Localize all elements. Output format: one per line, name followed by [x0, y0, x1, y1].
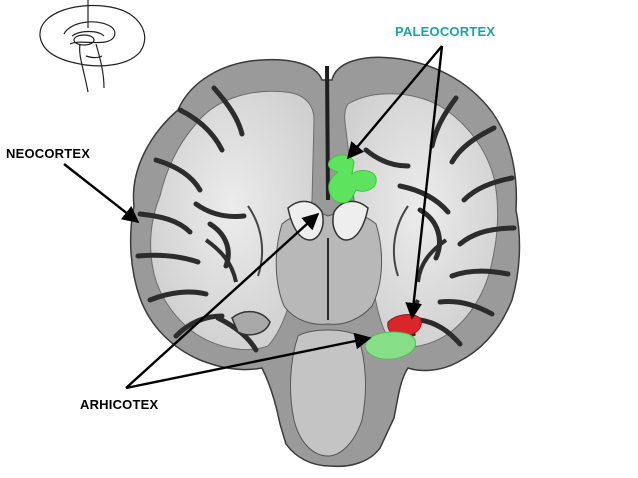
basal-ganglia-left	[247, 205, 264, 277]
paleocortex-arrow-2	[405, 45, 444, 320]
interhemispheric-fissure	[325, 65, 330, 201]
archicortex-arrow-1	[125, 212, 320, 389]
insula-left	[204, 238, 238, 283]
annotation-arrows	[63, 45, 444, 390]
orientation-inset-sketch	[39, 0, 146, 93]
archicortex-region-green	[364, 331, 416, 360]
paleocortex-region-cingulate	[327, 154, 377, 204]
coronal-brain-section	[129, 56, 521, 468]
neocortex-label: NEOCORTEX	[6, 146, 91, 161]
hippocampus-left	[231, 310, 271, 336]
archicortex-arrow-2	[125, 332, 372, 390]
sulci-left	[135, 85, 259, 353]
neocortex-arrow	[63, 163, 140, 224]
paleocortex-arrow-1	[346, 45, 443, 160]
basal-ganglia-right	[392, 205, 409, 277]
archicortex-label: ARHICOTEX	[80, 397, 159, 412]
paleocortex-label: PALEOCORTEX	[395, 24, 496, 39]
brainstem	[290, 329, 366, 457]
insula-right	[416, 238, 448, 283]
